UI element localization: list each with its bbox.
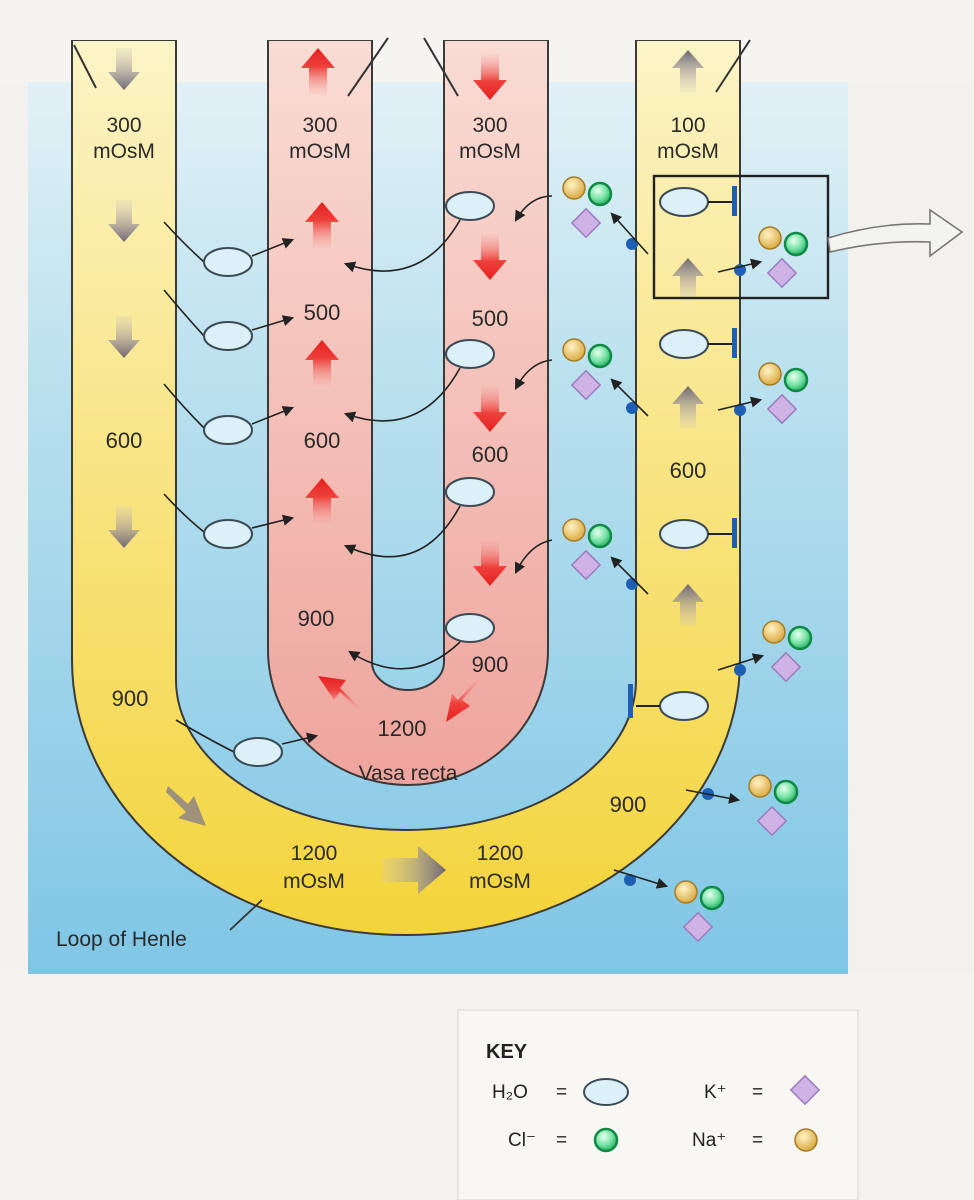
key-cl-equals: = bbox=[556, 1130, 567, 1151]
water-reabsorption-descending bbox=[163, 221, 319, 767]
ion-transport-ascending bbox=[514, 175, 813, 943]
key-cl-label: Cl⁻ bbox=[508, 1130, 536, 1151]
key-na-equals: = bbox=[752, 1130, 763, 1151]
vr-ascending-top-value: 300 bbox=[302, 114, 337, 137]
vr-descending-top-unit: mOsM bbox=[459, 140, 521, 163]
descending-top-unit: mOsM bbox=[93, 140, 155, 163]
loop-bottom-right-value: 1200 bbox=[477, 842, 524, 865]
vr-ascending-top-unit: mOsM bbox=[289, 140, 351, 163]
chloride-icon bbox=[593, 1127, 619, 1153]
loop-bottom-left-value: 1200 bbox=[291, 842, 338, 865]
key-na-label: Na⁺ bbox=[692, 1130, 726, 1151]
loop-of-henle-label: Loop of Henle bbox=[56, 928, 187, 951]
ascending-top-value: 100 bbox=[670, 114, 705, 137]
key-k-equals: = bbox=[752, 1082, 763, 1103]
vr-ascending-500: 500 bbox=[304, 300, 341, 325]
key-k-label: K⁺ bbox=[704, 1082, 727, 1103]
water-icon bbox=[583, 1078, 629, 1106]
zoom-pointer-arrow bbox=[827, 208, 964, 258]
loop-bottom-right-unit: mOsM bbox=[469, 870, 531, 893]
vasa-recta-label: Vasa recta bbox=[359, 762, 458, 785]
vasa-recta bbox=[267, 39, 549, 786]
water-shunt-vasa-recta bbox=[343, 191, 495, 670]
descending-top-value: 300 bbox=[106, 114, 141, 137]
key-h2o-equals: = bbox=[556, 1082, 567, 1103]
ascending-value-600: 600 bbox=[670, 458, 707, 483]
sodium-icon bbox=[794, 1128, 818, 1152]
vr-descending-900: 900 bbox=[472, 652, 509, 677]
ascending-top-unit: mOsM bbox=[657, 140, 719, 163]
key-title: KEY bbox=[486, 1041, 528, 1063]
vr-descending-top-value: 300 bbox=[472, 114, 507, 137]
vr-ascending-600: 600 bbox=[304, 428, 341, 453]
vr-bottom-value: 1200 bbox=[378, 716, 427, 741]
loop-bottom-left-unit: mOsM bbox=[283, 870, 345, 893]
key-h2o-label: H₂O bbox=[492, 1082, 528, 1103]
descending-value-900: 900 bbox=[112, 686, 149, 711]
loop-of-henle-tubule bbox=[71, 39, 741, 936]
ascending-value-900: 900 bbox=[610, 792, 647, 817]
potassium-icon bbox=[789, 1074, 821, 1106]
key-panel: KEY H₂O = K⁺ = Cl⁻ = Na⁺ = bbox=[457, 1009, 859, 1200]
vr-descending-600: 600 bbox=[472, 442, 509, 467]
vr-ascending-900: 900 bbox=[298, 606, 335, 631]
vr-descending-500: 500 bbox=[472, 306, 509, 331]
descending-value-600: 600 bbox=[106, 428, 143, 453]
magnified-region-box bbox=[652, 174, 830, 300]
